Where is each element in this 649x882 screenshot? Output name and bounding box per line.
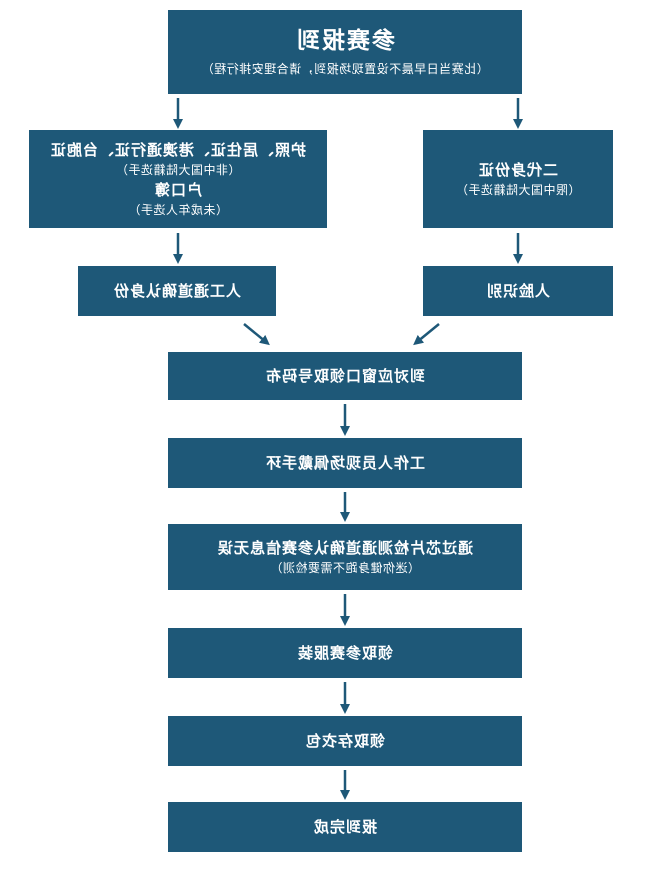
arrow-right-verify-to-bib [243,323,270,346]
arrow-left-verify-to-bib [413,323,440,346]
